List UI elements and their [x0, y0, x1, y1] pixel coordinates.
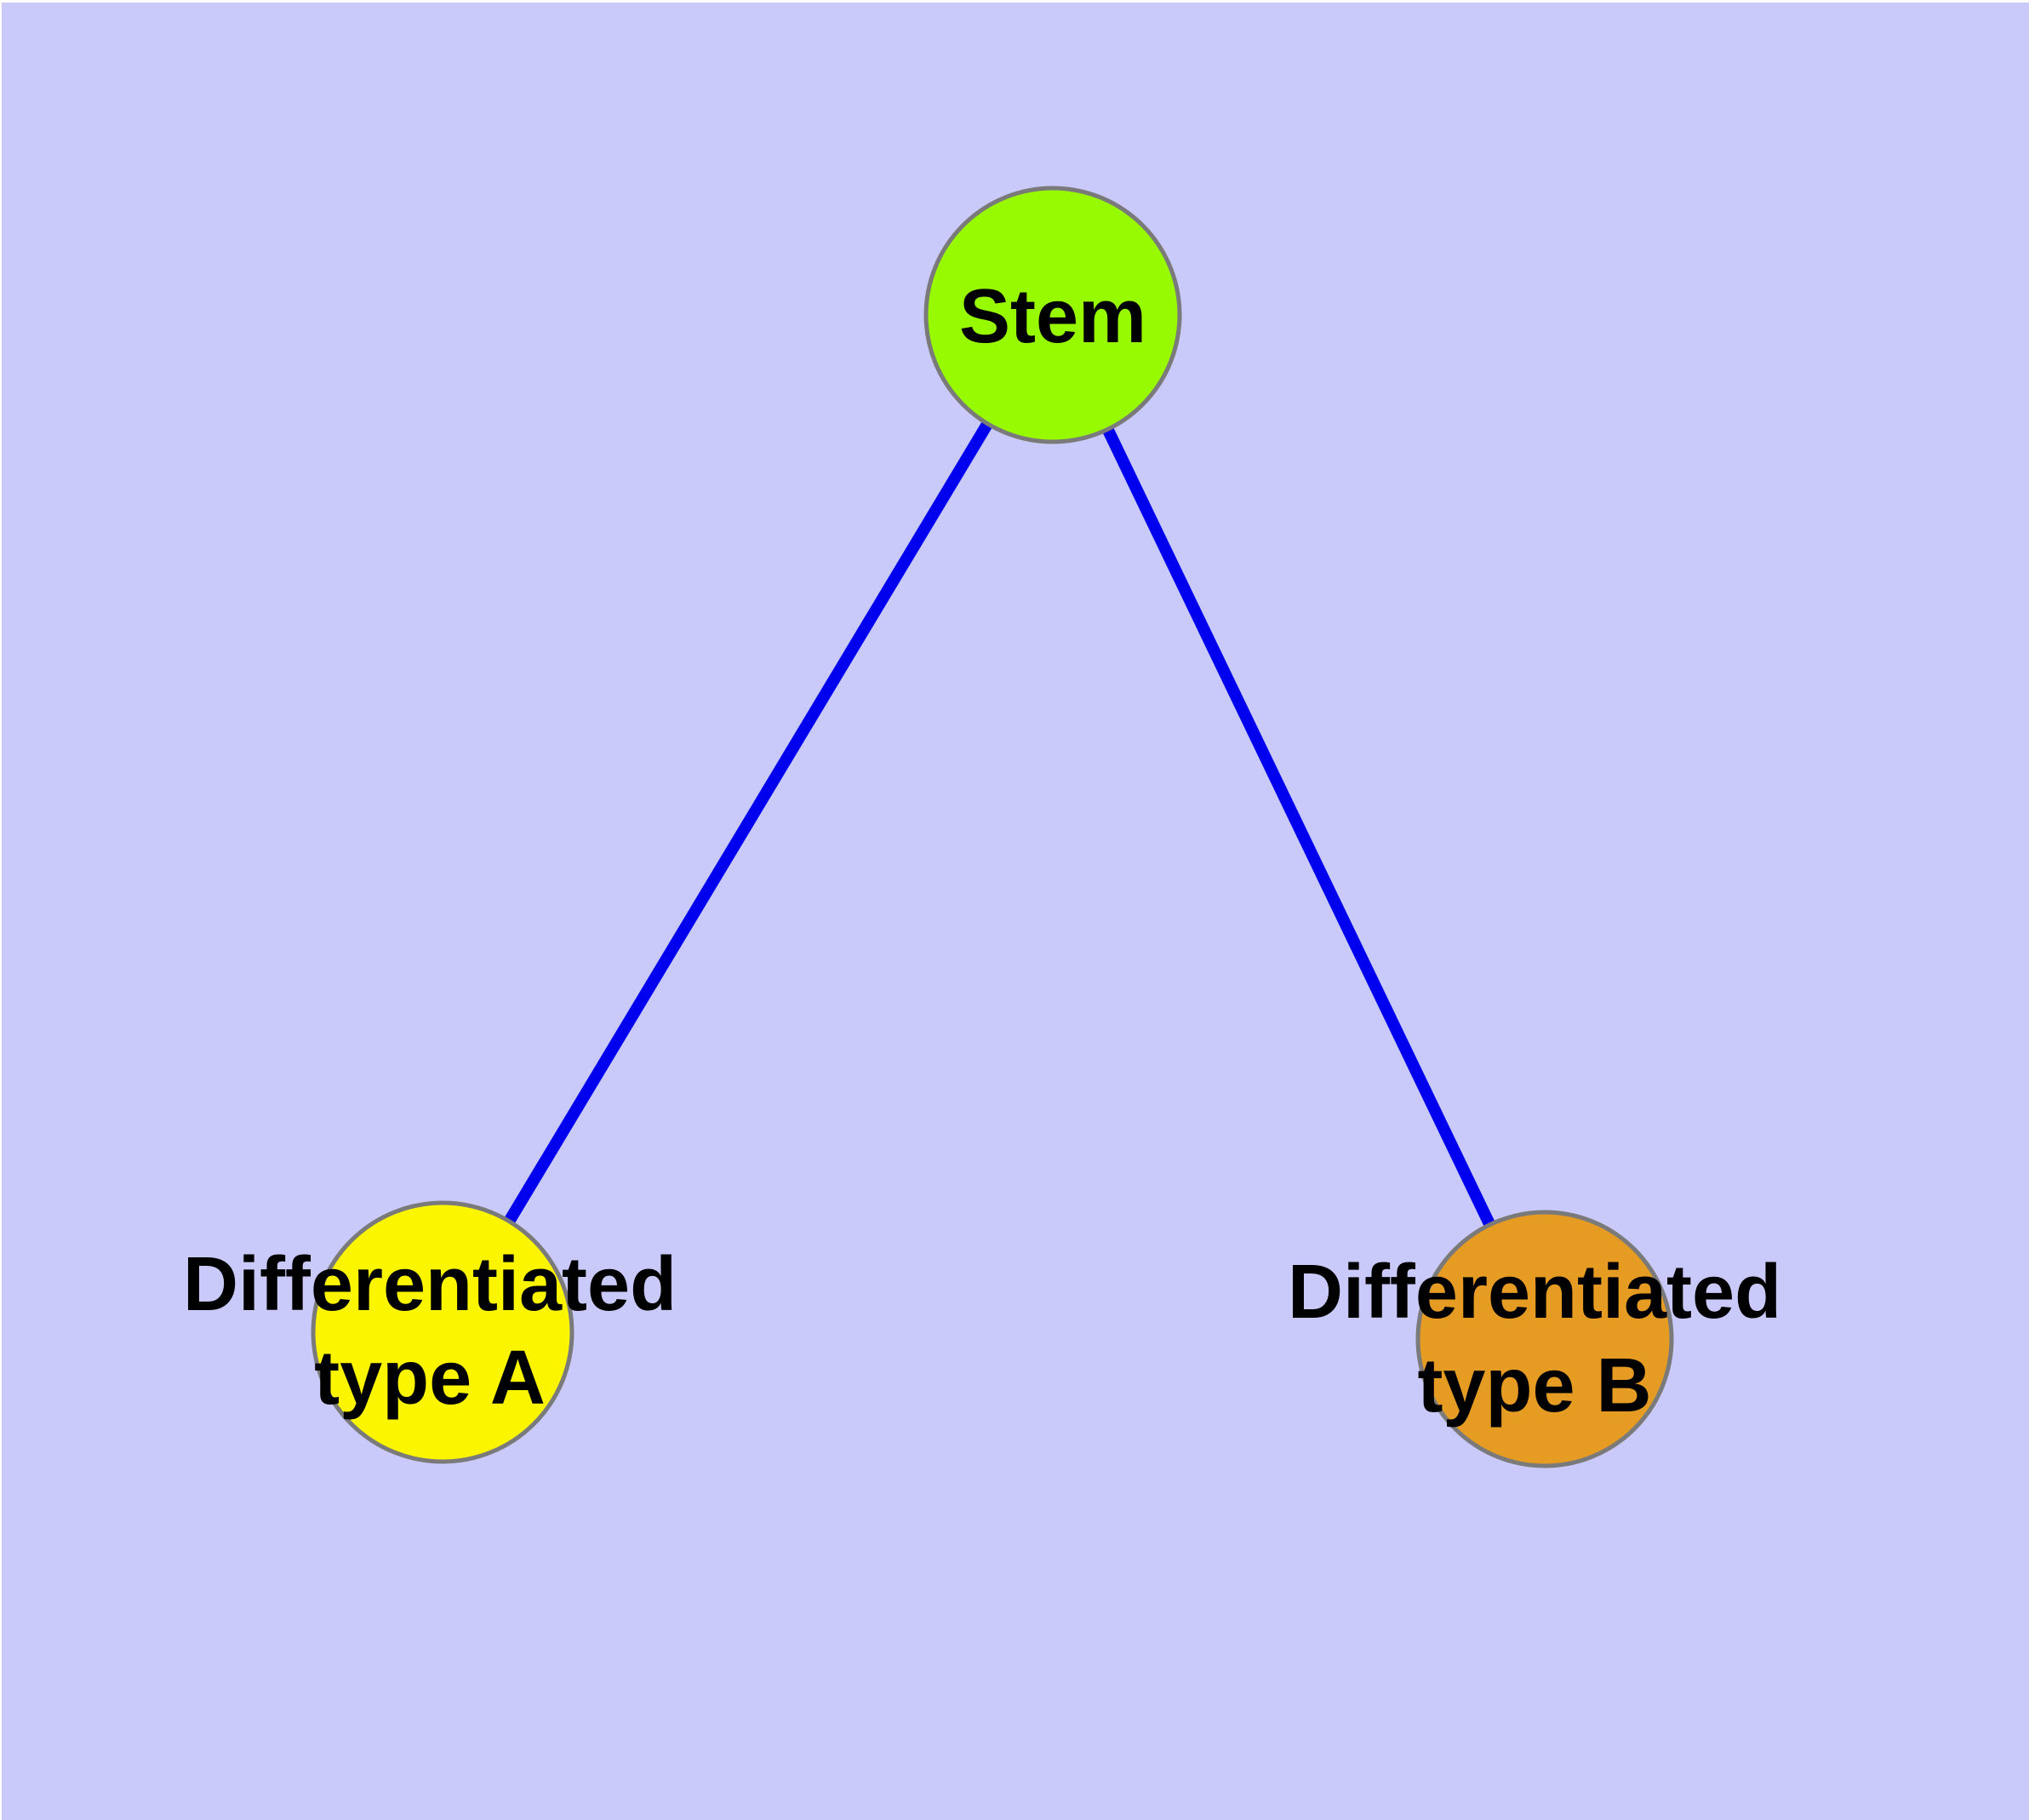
node-differentiated-type-a-label-line-1: Differentiated — [182, 1242, 677, 1327]
node-differentiated-type-a-circle — [311, 1200, 574, 1464]
node-stem-circle — [923, 186, 1182, 444]
node-differentiated-type-b-circle — [1415, 1210, 1674, 1468]
node-differentiated-type-b-label-line-2: type B — [1417, 1343, 1652, 1428]
top-margin-strip — [0, 0, 2029, 3]
node-differentiated-type-a-label: Differentiated type A — [183, 1238, 677, 1425]
node-differentiated-type-b-label: Differentiated type B — [1288, 1245, 1781, 1433]
left-margin-strip — [0, 0, 2, 1820]
node-stem-label-text: Stem — [958, 274, 1147, 359]
edge-stem-to-type-a — [437, 312, 1059, 1336]
edge-stem-to-type-b — [1047, 312, 1551, 1342]
node-differentiated-type-a-label-line-2: type A — [314, 1336, 546, 1421]
node-stem-label: Stem — [959, 270, 1146, 363]
node-differentiated-type-b-label-line-1: Differentiated — [1287, 1250, 1782, 1335]
